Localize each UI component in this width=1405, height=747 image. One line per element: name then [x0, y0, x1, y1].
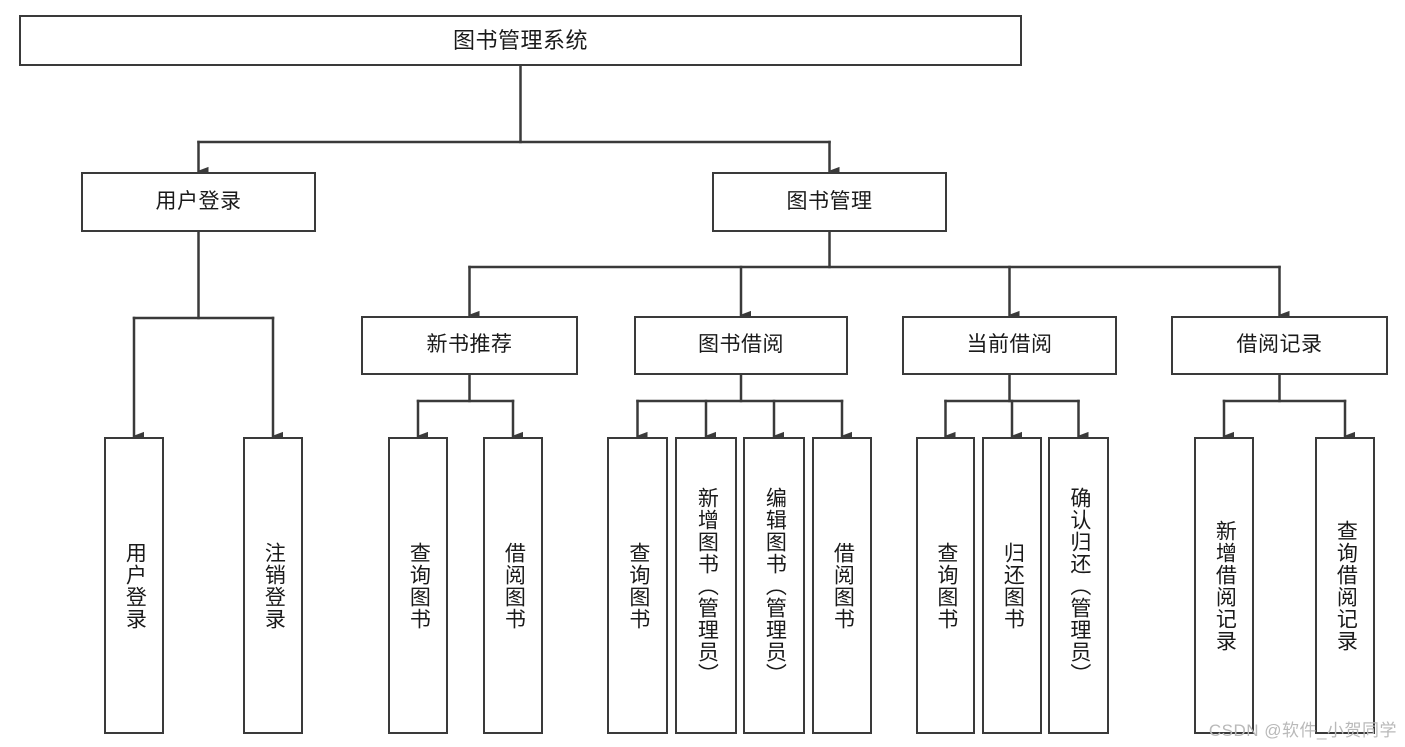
node-label: 图书管理系统 — [452, 27, 588, 53]
node-label: 注销登录 — [262, 541, 286, 630]
node-current[interactable]: 当前借阅 — [902, 316, 1117, 375]
node-label: 用户登录 — [155, 189, 242, 213]
node-leaf-login-2[interactable]: 注销登录 — [243, 437, 303, 734]
node-login[interactable]: 用户登录 — [81, 172, 316, 232]
node-label: 当前借阅 — [966, 333, 1053, 357]
node-label: 新增图书（管理员） — [695, 486, 719, 685]
node-label: 查询图书 — [407, 541, 431, 630]
node-leaf-rec-2[interactable]: 查询借阅记录 — [1315, 437, 1375, 734]
node-label: 图书借阅 — [698, 333, 784, 357]
node-label: 查询借阅记录 — [1334, 519, 1358, 652]
node-records[interactable]: 借阅记录 — [1171, 316, 1388, 375]
node-leaf-bor-3[interactable]: 编辑图书（管理员） — [743, 437, 805, 734]
node-label: 查询图书 — [934, 541, 958, 630]
node-leaf-rec-1[interactable]: 新增借阅记录 — [1194, 437, 1254, 734]
node-leaf-cur-2[interactable]: 归还图书 — [982, 437, 1042, 734]
node-leaf-bor-4[interactable]: 借阅图书 — [812, 437, 872, 734]
node-label: 借阅图书 — [502, 541, 526, 630]
node-leaf-login-1[interactable]: 用户登录 — [104, 437, 164, 734]
node-label: 新增借阅记录 — [1213, 519, 1237, 652]
node-newbook[interactable]: 新书推荐 — [361, 316, 578, 375]
node-label: 图书管理 — [786, 189, 873, 213]
node-leaf-cur-3[interactable]: 确认归还（管理员） — [1048, 437, 1109, 734]
node-label: 归还图书 — [1001, 541, 1025, 630]
node-root[interactable]: 图书管理系统 — [19, 15, 1022, 66]
node-bookmgr[interactable]: 图书管理 — [712, 172, 947, 232]
node-label: 借阅图书 — [831, 541, 855, 630]
node-leaf-bor-2[interactable]: 新增图书（管理员） — [675, 437, 737, 734]
node-leaf-new-1[interactable]: 查询图书 — [388, 437, 448, 734]
node-label: 确认归还（管理员） — [1067, 486, 1091, 685]
node-label: 借阅记录 — [1236, 333, 1323, 357]
node-label: 新书推荐 — [426, 333, 513, 357]
node-label: 用户登录 — [123, 541, 147, 630]
node-borrow[interactable]: 图书借阅 — [634, 316, 848, 375]
node-label: 查询图书 — [626, 541, 650, 630]
node-leaf-new-2[interactable]: 借阅图书 — [483, 437, 543, 734]
connector-lines — [132, 64, 1355, 441]
watermark-credit: CSDN @软件_小贺同学 — [1208, 721, 1397, 740]
node-label: 编辑图书（管理员） — [763, 486, 787, 685]
node-leaf-bor-1[interactable]: 查询图书 — [607, 437, 668, 734]
node-leaf-cur-1[interactable]: 查询图书 — [916, 437, 975, 734]
